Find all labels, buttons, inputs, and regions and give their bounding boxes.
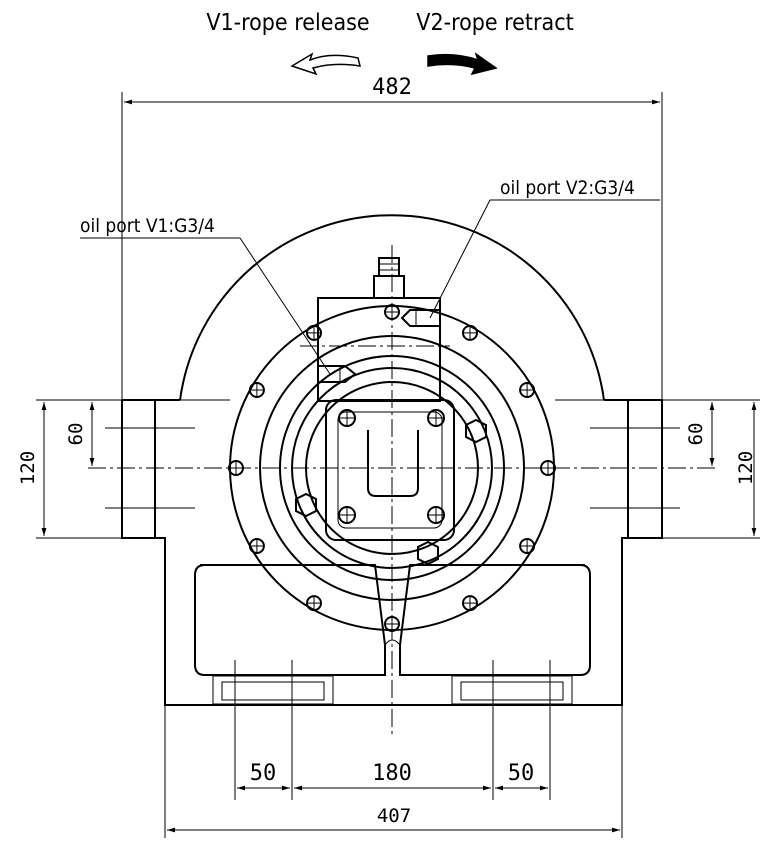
flange-bolts [228,304,556,632]
dimension-482: 482 [121,75,663,400]
port-v1-label: oil port V1:G3/4 [80,215,215,237]
port-v2-leader: oil port V2:G3/4 [429,177,660,319]
rope-retract-arrow [427,52,498,76]
port-v2-label: oil port V2:G3/4 [500,177,635,199]
dimension-50-right-label: 50 [508,761,535,786]
valve-block [300,257,450,402]
left-height-dimensions: 120 60 [17,399,122,539]
v1-rope-release-label: V1-rope release [206,10,369,36]
rope-release-arrow [290,52,362,76]
housing-outline [105,214,680,706]
left-height-120-label: 120 [17,451,39,485]
dimension-180-label: 180 [372,761,412,786]
bottom-dimensions: 50 180 50 407 [164,660,623,838]
right-height-60-label: 60 [685,423,707,446]
motor-flange [295,399,487,566]
port-v1-leader: oil port V1:G3/4 [80,215,331,375]
right-height-dimensions: 120 60 [662,399,760,539]
dimension-482-label: 482 [372,75,412,100]
dimension-50-left-label: 50 [250,761,277,786]
right-height-120-label: 120 [735,451,757,485]
dimension-407-label: 407 [377,805,411,827]
center-lines [88,245,715,735]
v2-rope-retract-label: V2-rope retract [416,10,573,36]
left-height-60-label: 60 [65,423,87,446]
